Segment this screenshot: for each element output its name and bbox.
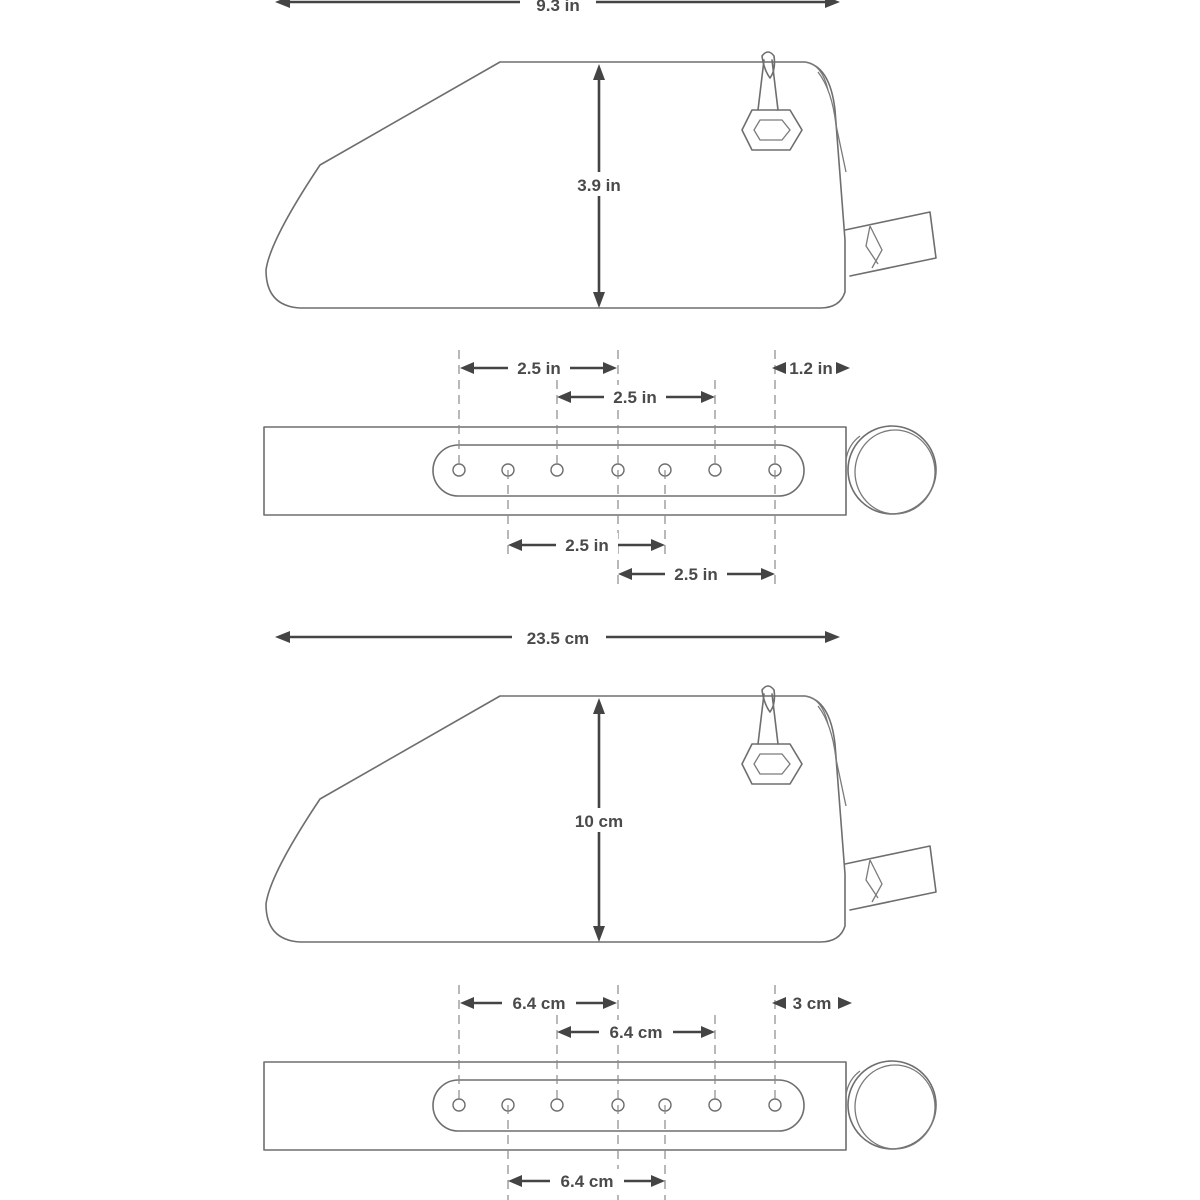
metric-top-view [263, 1060, 937, 1151]
metric-top-spacing-b-label: 6.4 cm [610, 1023, 663, 1042]
metric-end-offset-dimension: 3 cm [772, 994, 852, 1013]
metric-overall-length-label: 23.5 cm [527, 629, 589, 648]
metric-height-label: 10 cm [575, 812, 623, 831]
imperial-overall-length-label: 9.3 in [536, 0, 579, 15]
imperial-end-offset-dimension: 1.2 in [772, 359, 850, 378]
metric-overall-length-dimension: 23.5 cm [275, 625, 840, 649]
metric-mount-holes [452, 1098, 782, 1112]
imperial-height-dimension: 3.9 in [568, 64, 630, 308]
metric-height-dimension: 10 cm [566, 698, 632, 942]
imperial-bottom-spacing-b-dimension: 2.5 in [618, 562, 775, 584]
imperial-bottom-spacing-a-dimension: 2.5 in [508, 533, 665, 555]
imperial-top-spacing-a-label: 2.5 in [517, 359, 560, 378]
imperial-top-spacing-b-dimension: 2.5 in [557, 385, 715, 407]
metric-top-spacing-a-label: 6.4 cm [513, 994, 566, 1013]
mount-hole [452, 463, 466, 477]
mount-hole [708, 463, 722, 477]
imperial-bottom-spacing-b-label: 2.5 in [674, 565, 717, 584]
imperial-top-spacing-b-label: 2.5 in [613, 388, 656, 407]
metric-end-offset-label: 3 cm [793, 994, 832, 1013]
mount-hole [452, 1098, 466, 1112]
metric-bottom-spacing-a-dimension: 6.4 cm [508, 1169, 665, 1191]
imperial-top-view [263, 425, 937, 516]
imperial-top-spacing-a-dimension: 2.5 in [460, 356, 617, 378]
mount-hole [550, 463, 564, 477]
metric-guides [458, 985, 776, 1200]
imperial-height-label: 3.9 in [577, 176, 620, 195]
metric-bottom-spacing-a-label: 6.4 cm [561, 1172, 614, 1191]
metric-top-spacing-b-dimension: 6.4 cm [557, 1020, 715, 1042]
imperial-bottom-spacing-a-label: 2.5 in [565, 536, 608, 555]
imperial-overall-length-dimension: 9.3 in [275, 0, 840, 15]
mount-hole [550, 1098, 564, 1112]
mount-hole [768, 1098, 782, 1112]
metric-top-spacing-a-dimension: 6.4 cm [460, 991, 617, 1013]
mount-hole [708, 1098, 722, 1112]
imperial-mount-holes [452, 463, 782, 477]
imperial-end-offset-label: 1.2 in [789, 359, 832, 378]
